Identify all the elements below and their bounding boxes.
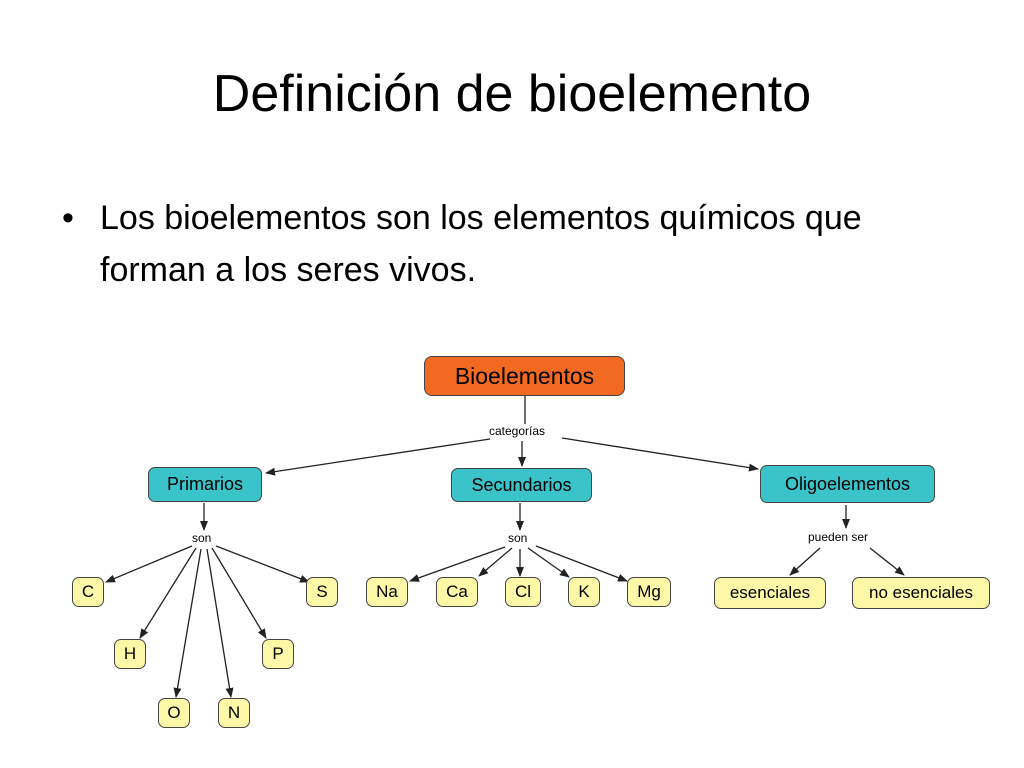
node-no-esenciales: no esenciales — [852, 577, 990, 609]
link-primarios-s — [215, 545, 310, 583]
node-na: Na — [366, 577, 408, 607]
node-oligoelementos: Oligoelementos — [760, 465, 935, 503]
link-secundarios-ca — [478, 547, 513, 577]
link-to-oligoelementos — [561, 437, 759, 472]
node-primarios: Primarios — [148, 467, 262, 502]
link-secundarios-na — [409, 546, 506, 582]
node-esenciales: esenciales — [714, 577, 826, 609]
link-oligo-no-esenciales — [869, 547, 905, 576]
node-k: K — [568, 577, 600, 607]
bullet-symbol: • — [62, 199, 74, 237]
link-label-pueden-ser: pueden ser — [806, 530, 871, 544]
link-label-categorias: categorías — [487, 424, 548, 438]
link-label-secundarios-son: son — [506, 531, 530, 545]
node-secundarios: Secundarios — [451, 468, 592, 502]
link-to-primarios — [265, 438, 491, 476]
link-primarios-n — [206, 548, 234, 698]
link-secundarios-mg — [535, 545, 628, 582]
node-ca: Ca — [436, 577, 478, 607]
node-c: C — [72, 577, 104, 607]
link-primarios-o — [173, 548, 202, 698]
node-h: H — [114, 639, 146, 669]
link-primarios-c — [105, 545, 193, 583]
link-secundarios-k — [527, 547, 570, 578]
node-o: O — [158, 698, 190, 728]
bullet-item: • Los bioelementos son los elementos quí… — [62, 192, 962, 296]
node-cl: Cl — [505, 577, 541, 607]
link-oligo-esenciales — [789, 547, 821, 576]
node-p: P — [262, 639, 294, 669]
node-bioelementos: Bioelementos — [424, 356, 625, 396]
link-primarios-h — [139, 547, 197, 639]
link-primarios-p — [211, 547, 267, 639]
node-n: N — [218, 698, 250, 728]
bullet-text: Los bioelementos son los elementos quími… — [100, 199, 862, 289]
node-s: S — [306, 577, 338, 607]
link-label-primarios-son: son — [190, 531, 214, 545]
node-mg: Mg — [627, 577, 671, 607]
slide-title: Definición de bioelemento — [212, 65, 812, 123]
